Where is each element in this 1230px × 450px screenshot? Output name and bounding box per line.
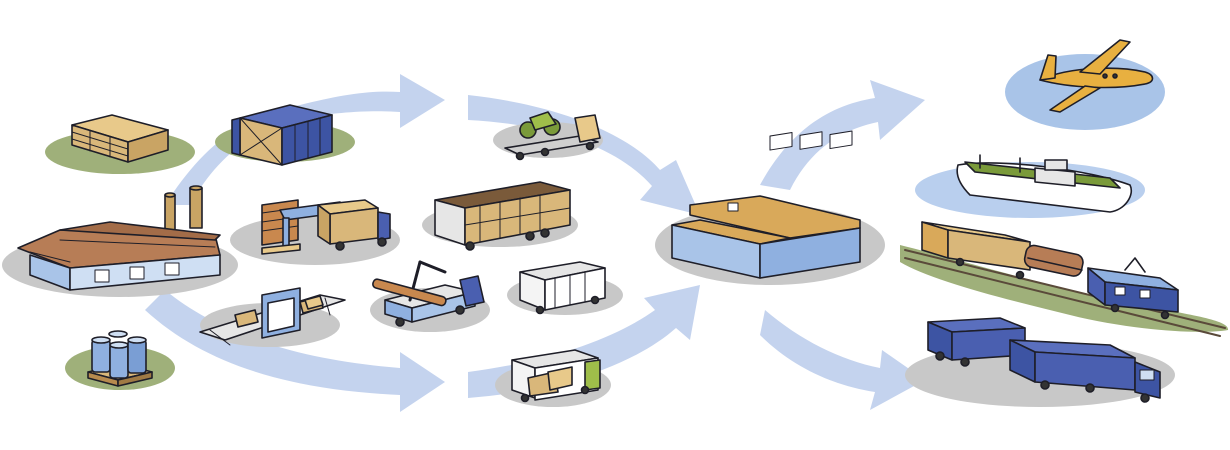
airplane-icon — [1039, 39, 1154, 113]
open-van-icon — [511, 349, 601, 403]
distribution-warehouse-icon — [671, 130, 861, 279]
flow-arrow-factory-to-container — [165, 105, 300, 205]
conveyor-scanner-icon — [199, 287, 346, 346]
flow-arrow-to-road — [760, 310, 925, 410]
road-train-icon — [927, 317, 1161, 403]
crane-truck-icon — [372, 260, 485, 327]
cargo-ship-icon — [956, 154, 1132, 213]
loading-dock-truck-icon — [261, 199, 391, 255]
freight-train-icon — [904, 221, 1226, 337]
shipping-container-icon — [231, 104, 333, 166]
flow-arrow-to-air-sea — [760, 80, 925, 190]
tractor-transport-icon — [504, 111, 601, 161]
flow-arrow-bottom-left — [145, 290, 445, 412]
lumber-bundle-icon — [71, 114, 169, 163]
barrel-pallet-icon — [87, 330, 153, 387]
curtain-side-trailer-icon — [434, 181, 571, 251]
cage-truck-icon — [519, 261, 606, 315]
flow-arrow-top-left — [300, 74, 445, 128]
factory-icon — [17, 185, 221, 291]
